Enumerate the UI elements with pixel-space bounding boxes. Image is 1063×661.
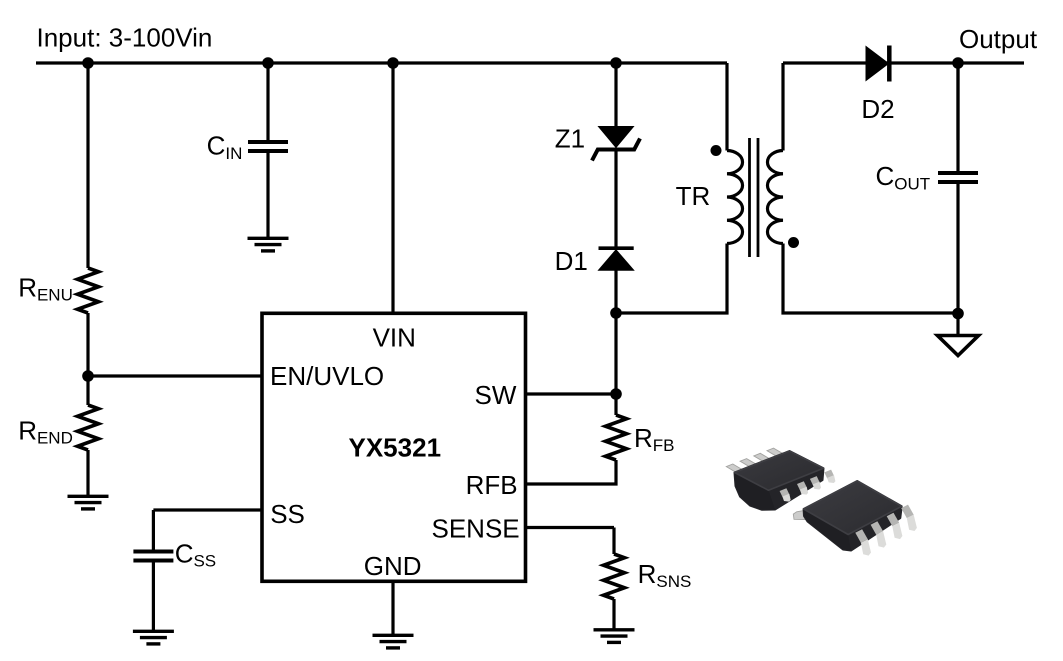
svg-text:Z1: Z1 (555, 124, 585, 154)
svg-text:SW: SW (475, 380, 517, 410)
svg-text:EN/UVLO: EN/UVLO (270, 361, 384, 391)
svg-text:CIN: CIN (207, 131, 243, 164)
svg-text:REND: REND (18, 416, 73, 448)
svg-text:SS: SS (270, 499, 305, 529)
svg-text:D1: D1 (555, 246, 588, 276)
svg-text:VIN: VIN (373, 323, 416, 353)
svg-text:Input: 3-100Vin: Input: 3-100Vin (37, 23, 213, 53)
svg-text:D2: D2 (861, 94, 894, 124)
svg-text:RENU: RENU (18, 272, 73, 304)
svg-text:GND: GND (364, 551, 422, 581)
svg-text:TR: TR (676, 181, 711, 211)
svg-text:RSNS: RSNS (638, 559, 692, 591)
svg-text:RFB: RFB (466, 470, 518, 500)
svg-text:COUT: COUT (876, 161, 931, 194)
svg-text:SENSE: SENSE (432, 514, 520, 544)
svg-text:CSS: CSS (175, 539, 216, 571)
svg-text:Output: Output (959, 24, 1038, 54)
svg-text:RFB: RFB (634, 423, 675, 455)
svg-text:YX5321: YX5321 (349, 433, 442, 463)
